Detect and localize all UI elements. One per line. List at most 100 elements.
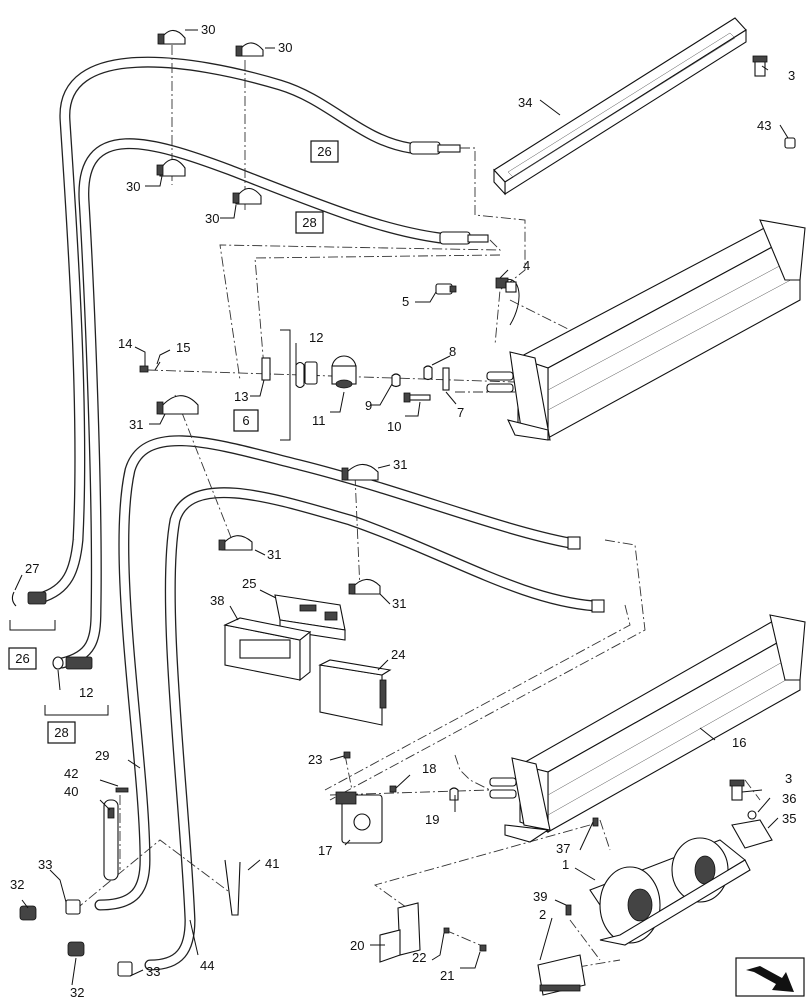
boxed-callouts: 26 28 6 26 28 — [8, 140, 339, 744]
callout-37: 37 — [556, 841, 570, 856]
callout-17: 17 — [318, 843, 332, 858]
callout-44: 44 — [200, 958, 214, 973]
nut-22 — [443, 927, 450, 934]
callout-5: 5 — [402, 294, 409, 309]
clip-27 — [11, 591, 17, 607]
clamp-30-top-left — [157, 29, 186, 45]
gasket-7 — [442, 367, 450, 391]
switch-5 — [435, 283, 457, 295]
control-25 — [274, 594, 346, 641]
actuator-17 — [335, 791, 383, 844]
callout-11: 11 — [312, 413, 326, 428]
hose-28 — [56, 138, 489, 670]
bracket-40 — [103, 799, 119, 881]
callout-2: 2 — [539, 907, 546, 922]
sensor-4 — [495, 277, 520, 326]
heater-core-upper — [486, 219, 806, 441]
screw-39 — [565, 904, 572, 916]
clamp-31-d — [348, 578, 381, 595]
callout-34: 34 — [518, 95, 532, 110]
boxed-callout-28-top: 28 — [302, 215, 316, 230]
oring-8 — [423, 365, 433, 381]
bolt-21 — [479, 944, 487, 952]
clamp-31-a — [156, 395, 199, 415]
oring-9 — [391, 373, 401, 388]
assembly-lines — [74, 45, 761, 971]
callout-35: 35 — [782, 811, 796, 826]
fitting-3-bottom — [729, 779, 745, 801]
next-page-arrow-icon[interactable] — [735, 957, 805, 997]
callout-3: 3 — [785, 771, 792, 786]
callout-31: 31 — [267, 547, 281, 562]
screw-23 — [343, 751, 351, 759]
clamp-30-mid-mid — [232, 187, 262, 205]
callout-39: 39 — [533, 889, 547, 904]
fitting-32-a — [19, 905, 37, 921]
hose-44 — [144, 487, 605, 971]
callout-16: 16 — [732, 735, 746, 750]
callout-42: 42 — [64, 766, 78, 781]
callout-20: 20 — [350, 938, 364, 953]
washer-15 — [154, 361, 161, 371]
oring-12-bottom — [52, 656, 64, 670]
callout-30: 30 — [201, 22, 215, 37]
plate-35 — [731, 819, 773, 849]
hose-26 — [27, 56, 461, 605]
callout-18: 18 — [422, 761, 436, 776]
gasket-13 — [261, 357, 271, 381]
clamp-31-c — [218, 535, 253, 551]
hose-29 — [94, 435, 581, 911]
nut-18 — [389, 785, 397, 793]
callout-12: 12 — [79, 685, 93, 700]
clamp-30-mid-left — [156, 158, 186, 177]
filter-34 — [493, 17, 747, 196]
callout-32: 32 — [10, 877, 24, 892]
bolt-14 — [139, 365, 149, 373]
callout-22: 22 — [412, 950, 426, 965]
boxed-callout-26-bottom: 26 — [15, 651, 29, 666]
valve-11 — [304, 355, 357, 389]
heater-core-16 — [489, 614, 806, 843]
callout-13: 13 — [234, 389, 248, 404]
callout-4: 4 — [523, 258, 530, 273]
boxed-callout-6: 6 — [242, 413, 249, 428]
callout-41: 41 — [265, 856, 279, 871]
module-24 — [318, 659, 392, 726]
fitting-32-b — [67, 941, 85, 957]
resistor-2 — [537, 954, 586, 996]
fitting-43 — [784, 137, 796, 149]
clip-19 — [449, 787, 459, 801]
bracket-38 — [223, 617, 312, 682]
screw-42 — [115, 787, 129, 793]
blower-1 — [589, 837, 751, 946]
callout-31: 31 — [129, 417, 143, 432]
callout-27: 27 — [25, 561, 39, 576]
callout-1: 1 — [562, 857, 569, 872]
callout-31: 31 — [392, 596, 406, 611]
leader-lines — [9, 29, 789, 986]
callout-30: 30 — [205, 211, 219, 226]
callout-32: 32 — [70, 985, 84, 1000]
callout-30: 30 — [278, 40, 292, 55]
callout-30: 30 — [126, 179, 140, 194]
callout-7: 7 — [457, 405, 464, 420]
callout-33: 33 — [146, 964, 160, 979]
callout-12: 12 — [309, 330, 323, 345]
callout-29: 29 — [95, 748, 109, 763]
clamp-33-a — [65, 899, 81, 915]
fitting-3-top — [752, 55, 768, 77]
clamp-31-b — [341, 463, 379, 481]
callout-25: 25 — [242, 576, 256, 591]
callout-3: 3 — [788, 68, 795, 83]
screw-10 — [403, 392, 431, 403]
callout-43: 43 — [757, 118, 771, 133]
seal-41 — [224, 859, 241, 916]
screw-37 — [592, 817, 599, 827]
callout-19: 19 — [425, 812, 439, 827]
callout-21: 21 — [440, 968, 454, 983]
boxed-callout-28-bottom: 28 — [54, 725, 68, 740]
callout-14: 14 — [118, 336, 132, 351]
callout-40: 40 — [64, 784, 78, 799]
callout-10: 10 — [387, 419, 401, 434]
